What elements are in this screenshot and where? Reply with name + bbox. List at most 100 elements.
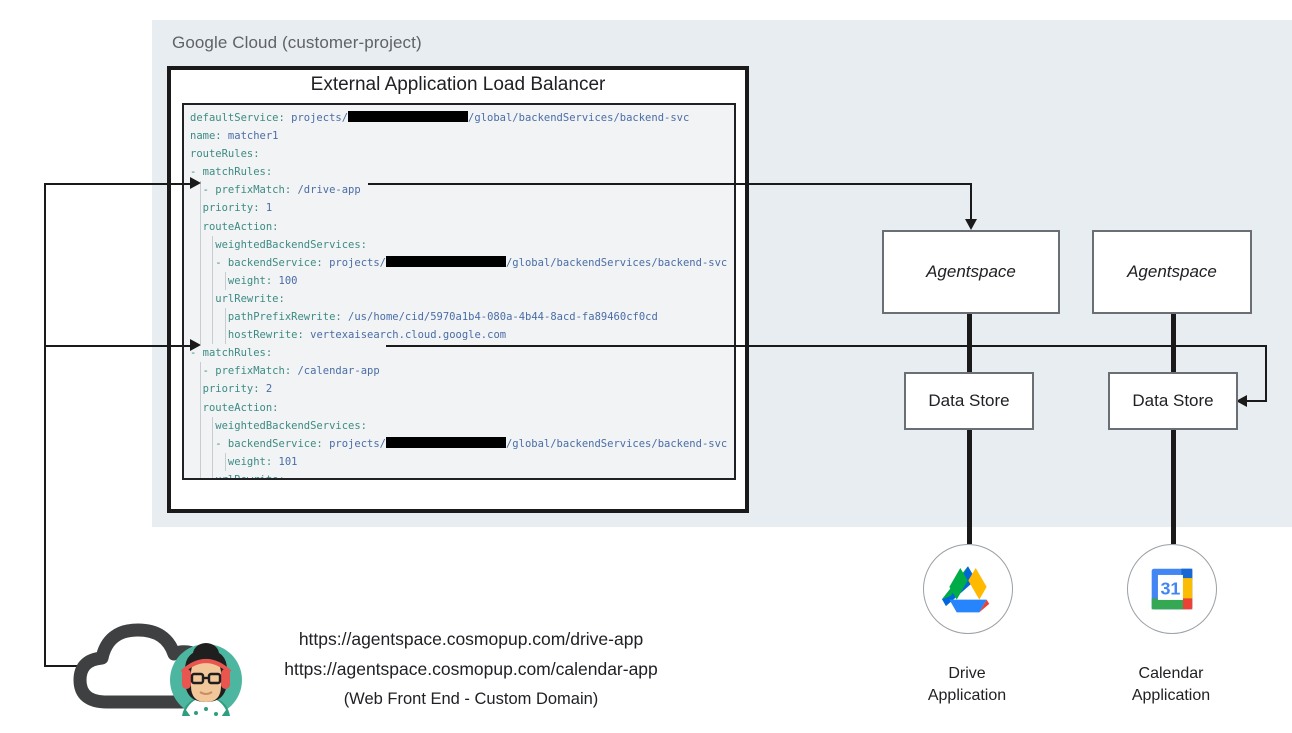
arrow-into-data-store-2-icon <box>1236 395 1247 407</box>
google-cloud-panel-label: Google Cloud (customer-project) <box>172 33 422 52</box>
yaml-indent-guide <box>224 452 226 471</box>
yaml-key: weightedBackendServices: <box>190 238 368 251</box>
yaml-key: defaultService: <box>190 112 285 124</box>
redacted-project-id <box>348 111 469 122</box>
arrow-into-agentspace-1-icon <box>965 219 977 230</box>
yaml-key: routeAction: <box>190 220 279 233</box>
calendar-application-circle[interactable]: 31 <box>1127 544 1217 634</box>
drive-route-to-agentspace-line <box>368 183 972 185</box>
yaml-indent-guide <box>199 362 201 478</box>
yaml-value: 1 <box>259 202 273 215</box>
yaml-line: - matchRules: <box>190 163 727 181</box>
agentspace-node-2[interactable]: Agentspace <box>1092 230 1252 314</box>
data-store-2-to-calendar-link <box>1171 430 1176 544</box>
yaml-line: routeAction: <box>190 399 727 417</box>
yaml-key: weight: <box>190 455 273 468</box>
drive-request-line <box>44 183 196 185</box>
yaml-line: routeRules: <box>190 145 727 163</box>
calendar-application-label: Calendar Application <box>1086 663 1256 707</box>
yaml-value: /us/home/cid/5970a1b4-080a-4b44-8acd-fa8… <box>341 311 658 324</box>
redacted-project-id <box>385 436 506 448</box>
agentspace-node-1[interactable]: Agentspace <box>882 230 1060 314</box>
calendar-route-down-line <box>1265 345 1267 401</box>
user-avatar-icon <box>170 643 242 717</box>
yaml-indent-guide <box>224 308 226 345</box>
front-end-caption: (Web Front End - Custom Domain) <box>343 690 599 708</box>
yaml-key: urlRewrite: <box>190 473 285 480</box>
yaml-line: hostRewrite: vertexaisearch.cloud.google… <box>190 326 727 344</box>
drive-label-line2: Application <box>927 687 1007 704</box>
yaml-value: matcher1 <box>221 130 279 143</box>
yaml-value: 2 <box>259 383 273 396</box>
yaml-value: /calendar-app <box>291 365 380 378</box>
drive-application-label: Drive Application <box>882 663 1052 707</box>
yaml-line: priority: 1 <box>190 199 727 217</box>
yaml-line: urlRewrite: <box>190 471 727 480</box>
drive-application-circle[interactable] <box>923 544 1013 634</box>
yaml-key: name: <box>190 130 222 143</box>
yaml-line: defaultService: projects//global/backend… <box>190 109 727 127</box>
drive-label-line1: Drive <box>948 665 986 682</box>
drive-route-down-line <box>970 183 972 223</box>
yaml-value: projects/ <box>322 437 386 450</box>
yaml-key: priority: <box>190 202 260 215</box>
end-user-cloud-icon <box>72 614 262 719</box>
arrow-into-drive-prefixmatch-icon <box>190 177 201 189</box>
drive-app-url: https://agentspace.cosmopup.com/drive-ap… <box>298 629 644 649</box>
redacted-project-id <box>385 255 506 267</box>
yaml-line: weightedBackendServices: <box>190 417 727 435</box>
yaml-key: - prefixMatch: <box>190 365 292 378</box>
yaml-key: weight: <box>190 274 273 287</box>
data-store-1-to-drive-link <box>967 430 972 544</box>
yaml-value: 100 <box>272 274 298 287</box>
yaml-key: hostRewrite: <box>190 329 304 342</box>
yaml-value: /drive-app <box>291 184 361 197</box>
calendar-route-line <box>386 345 1267 347</box>
yaml-key: priority: <box>190 383 260 396</box>
yaml-value-suffix: /global/backendServices/backend-svc <box>505 256 728 269</box>
yaml-key: routeAction: <box>190 401 279 414</box>
yaml-key: - backendService: <box>190 437 323 450</box>
cloud-to-trunk-line <box>44 665 90 667</box>
url-map-yaml-panel: defaultService: projects/ /global/backend… <box>182 103 736 480</box>
yaml-line: - backendService: projects/ /global/backe… <box>190 435 727 453</box>
yaml-line: weightedBackendServices: <box>190 236 727 254</box>
yaml-line: urlRewrite: <box>190 290 727 308</box>
data-store-node-1[interactable]: Data Store <box>904 372 1034 430</box>
yaml-line: pathPrefixRewrite: /us/home/cid/5970a1b4… <box>190 308 727 326</box>
google-drive-icon <box>942 565 990 612</box>
yaml-key: - matchRules: <box>190 166 273 179</box>
yaml-line: weight: 100 <box>190 272 727 290</box>
yaml-key: weightedBackendServices: <box>190 419 368 432</box>
frontend-trunk-line <box>44 183 46 666</box>
yaml-indent-guide <box>199 181 201 345</box>
yaml-key: - matchRules: <box>190 347 273 360</box>
yaml-indent-guide <box>212 416 214 478</box>
yaml-value-suffix: /global/backendServices/backend-svc <box>468 112 690 124</box>
google-calendar-icon: 31 <box>1151 568 1193 610</box>
yaml-value: 101 <box>272 455 298 468</box>
yaml-key: urlRewrite: <box>190 292 285 305</box>
yaml-key: - prefixMatch: <box>190 184 292 197</box>
yaml-indent-guide <box>212 235 214 345</box>
calendar-day-number: 31 <box>1160 578 1180 598</box>
yaml-key: - backendService: <box>190 256 323 269</box>
front-end-urls: https://agentspace.cosmopup.com/drive-ap… <box>246 624 696 714</box>
yaml-value: projects/ <box>322 256 386 269</box>
agentspace-1-to-data-store-1-link <box>967 314 972 372</box>
yaml-line: - backendService: projects/ /global/backe… <box>190 254 727 272</box>
yaml-line: priority: 2 <box>190 380 727 398</box>
calendar-route-in-line <box>1238 400 1267 402</box>
yaml-line: weight: 101 <box>190 453 727 471</box>
data-store-node-2[interactable]: Data Store <box>1108 372 1238 430</box>
yaml-line: name: matcher1 <box>190 127 727 145</box>
calendar-app-url: https://agentspace.cosmopup.com/calendar… <box>284 659 658 679</box>
arrow-into-calendar-prefixmatch-icon <box>190 339 201 351</box>
yaml-key: pathPrefixRewrite: <box>190 311 342 324</box>
yaml-line: - prefixMatch: /drive-app <box>190 181 727 199</box>
yaml-line: - matchRules: <box>190 344 727 362</box>
yaml-key: routeRules: <box>190 148 260 161</box>
calendar-request-line <box>44 345 196 347</box>
yaml-value-suffix: /global/backendServices/backend-svc <box>505 437 728 450</box>
agentspace-2-to-data-store-2-link <box>1171 314 1176 372</box>
